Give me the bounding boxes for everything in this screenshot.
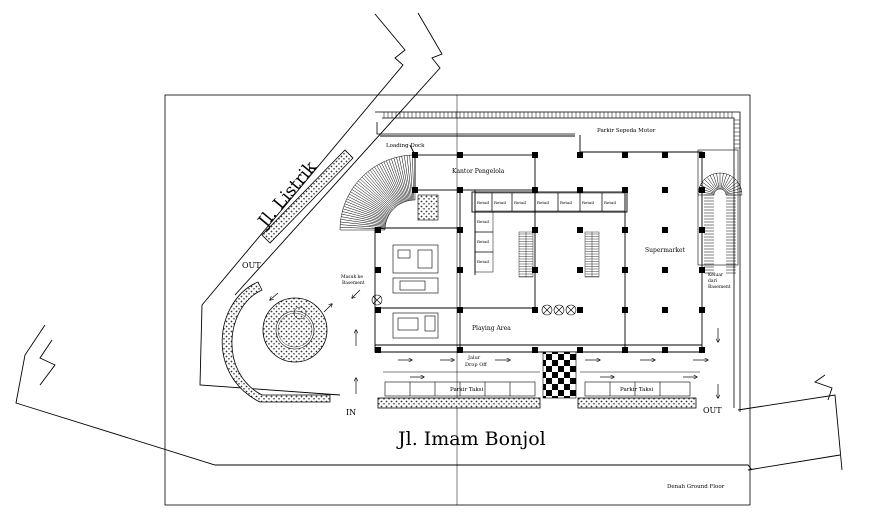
column [457, 227, 463, 233]
retail-label: Retail [537, 200, 550, 205]
street-label-imam-bonjol: Jl. Imam Bonjol [396, 428, 546, 450]
column [622, 347, 628, 353]
ramp-right [697, 172, 743, 274]
retail-label: Retail [514, 200, 527, 205]
label-in: IN [346, 408, 356, 417]
column [577, 227, 583, 233]
taxi-bays [384, 381, 691, 397]
column [375, 307, 381, 313]
column [577, 307, 583, 313]
room-label-playing-area: Playing Area [472, 325, 511, 332]
label-masuk-basement-1: Masuk ke [341, 274, 363, 280]
column [699, 152, 705, 158]
column [699, 227, 705, 233]
label-loading-dock: Loading Dock [386, 143, 425, 149]
column [457, 347, 463, 353]
column [532, 152, 538, 158]
label-parkir-taksi-left: Parkir Taksi [450, 387, 484, 393]
column [457, 267, 463, 273]
column [662, 227, 668, 233]
column [662, 152, 668, 158]
plan-title: Denah Ground Floor [667, 484, 725, 490]
column [577, 187, 583, 193]
column [577, 267, 583, 273]
column [532, 307, 538, 313]
column [375, 267, 381, 273]
label-out-right: OUT [703, 406, 722, 415]
column [532, 187, 538, 193]
ramp-left [339, 154, 416, 231]
column [622, 227, 628, 233]
column [577, 347, 583, 353]
retail-label: Retail [560, 200, 573, 205]
retail-label: Retail [604, 200, 617, 205]
column [662, 307, 668, 313]
column [699, 187, 705, 193]
column [457, 152, 463, 158]
drawing-frame [164, 94, 751, 506]
column [375, 347, 381, 353]
retail-cell [474, 251, 494, 273]
column [699, 267, 705, 273]
label-jalur-drop-off-1: Jalur [467, 355, 481, 361]
building-outline [374, 135, 703, 353]
structural-columns [375, 152, 705, 353]
column [622, 267, 628, 273]
column [662, 347, 668, 353]
retail-label: Retail [477, 239, 490, 244]
street-edges [15, 12, 843, 471]
retail-label: Retail [477, 219, 490, 224]
retail-label: Retail [477, 200, 490, 205]
checkered-crossing [542, 351, 577, 399]
label-keluar-basement-3: Basement [708, 284, 731, 290]
service-blocks [392, 194, 439, 339]
corner-structure [697, 149, 739, 266]
motorcycle-parking-stripes [383, 112, 740, 149]
column [532, 347, 538, 353]
site-wall [375, 111, 741, 412]
column [577, 152, 583, 158]
planters [221, 149, 697, 409]
room-label-kantor: Kantor Pengelola [452, 168, 505, 175]
column [622, 187, 628, 193]
column [532, 267, 538, 273]
column [622, 307, 628, 313]
column [699, 307, 705, 313]
escalators [518, 231, 600, 278]
label-parkir-sepeda-motor: Parkir Sepeda Motor [597, 128, 656, 134]
column [532, 227, 538, 233]
label-masuk-basement-2: Basement [342, 280, 365, 286]
column [699, 347, 705, 353]
retail-cells [474, 192, 626, 212]
column [457, 187, 463, 193]
retail-cell [601, 192, 626, 212]
column [622, 152, 628, 158]
retail-label: Retail [582, 200, 595, 205]
roundabout [262, 297, 328, 363]
label-keluar-basement-1: Keluar [708, 272, 724, 278]
retail-label: Retail [494, 200, 507, 205]
label-out-left: OUT [242, 261, 261, 270]
label-jalur-drop-off-2: Drop Off [465, 362, 487, 368]
column [662, 267, 668, 273]
label-parkir-taksi-right: Parkir Taksi [620, 387, 654, 393]
label-keluar-basement-2: dari [708, 278, 718, 284]
room-label-supermarket: Supermarket [645, 247, 686, 254]
retail-side-cells [474, 211, 494, 273]
circle-ornaments [371, 294, 577, 316]
circulation-arrows [270, 289, 718, 398]
retail-label: Retail [477, 259, 490, 264]
column [457, 307, 463, 313]
column [662, 187, 668, 193]
